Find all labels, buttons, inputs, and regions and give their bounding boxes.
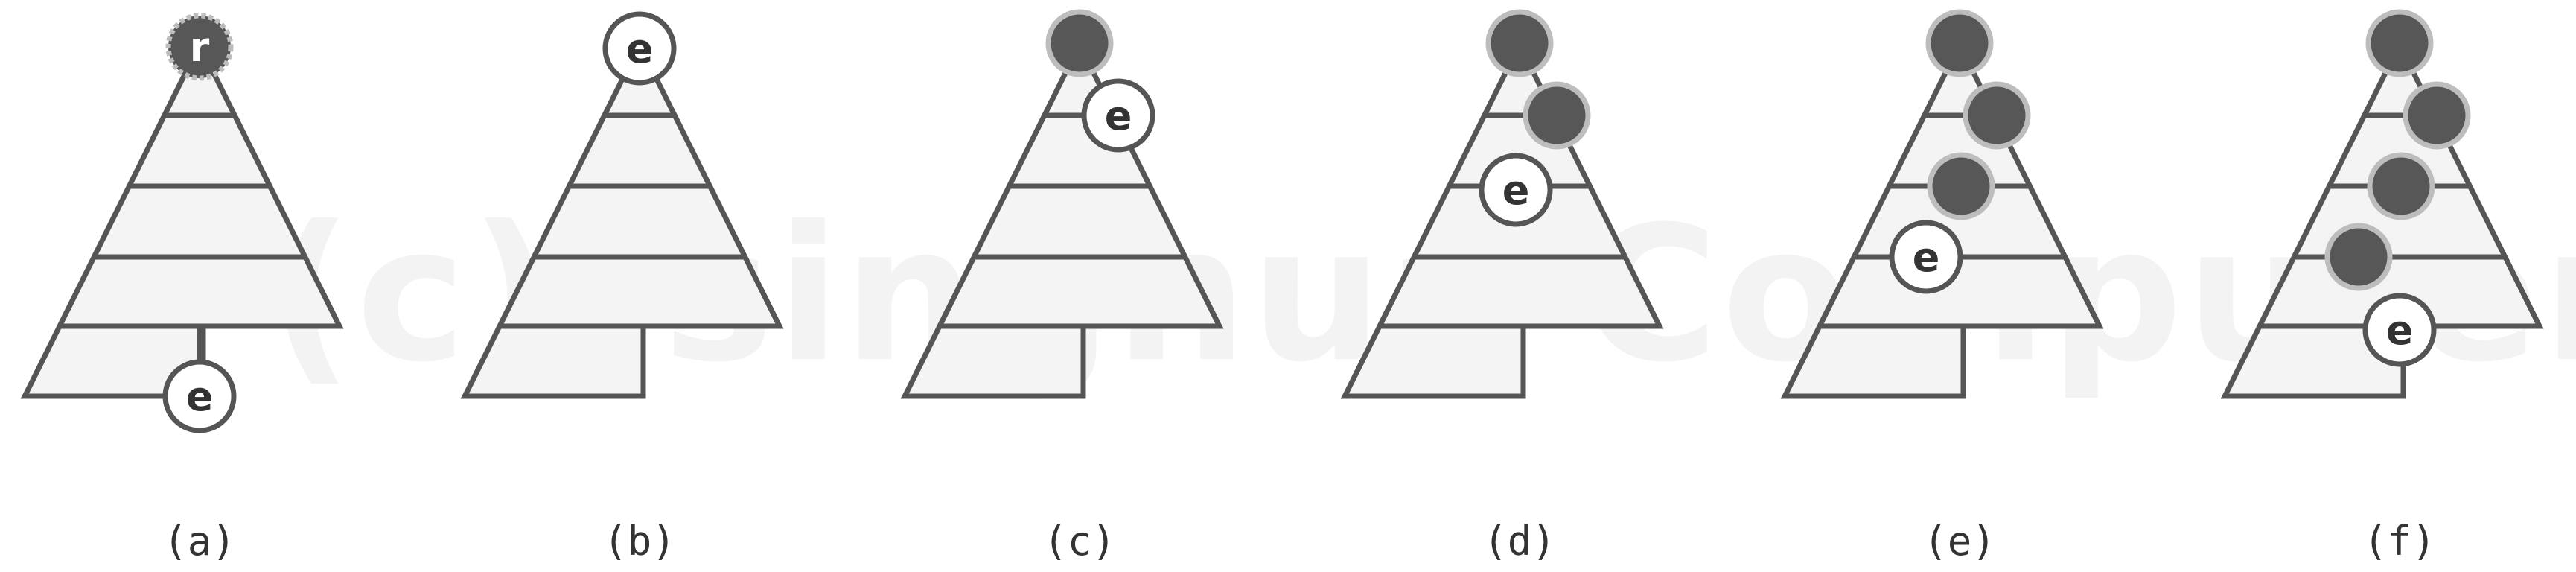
panel-d: e (d) (1340, 9, 1664, 565)
root-node-label: r (190, 24, 210, 71)
panel-caption: (e) (1923, 518, 1996, 565)
current-node (1889, 220, 1963, 294)
tree-outline (1780, 39, 2104, 399)
current-node-label: e (1913, 234, 1940, 281)
panel-e: e (e) (1780, 9, 2104, 565)
current-node-label: e (626, 25, 654, 72)
panel-a: r e (a) (20, 13, 344, 565)
current-node (602, 11, 677, 86)
current-node-label: e (1105, 92, 1132, 139)
visited-node (1927, 152, 1995, 220)
visited-node (1045, 9, 1114, 77)
visited-node (1963, 81, 2031, 150)
current-node-label: e (2386, 307, 2414, 354)
panel-b: e (b) (460, 11, 784, 565)
visited-node (1485, 9, 1554, 77)
tree-outline (20, 39, 344, 399)
visited-node (1523, 81, 1591, 150)
tree-outline (460, 39, 784, 399)
current-node-label: e (186, 373, 214, 420)
visited-node (2324, 223, 2393, 291)
panel-f: e (f) (2220, 9, 2544, 565)
visited-node (2367, 152, 2435, 220)
root-node (165, 13, 234, 81)
panel-caption: (c) (1043, 518, 1116, 565)
current-node (2362, 293, 2437, 367)
panel-caption: (f) (2363, 518, 2436, 565)
panel-caption: (d) (1483, 518, 1556, 565)
panel-caption: (a) (163, 518, 236, 565)
current-node-label: e (1502, 167, 1530, 214)
current-node (1081, 78, 1155, 153)
visited-node (2365, 9, 2434, 77)
panel-c: e (c) (900, 9, 1224, 565)
current-node (1479, 153, 1553, 227)
current-node (162, 359, 237, 433)
tree-outline (900, 39, 1224, 399)
visited-node (2403, 81, 2471, 150)
panel-caption: (b) (603, 518, 676, 565)
visited-node (1925, 9, 1994, 77)
